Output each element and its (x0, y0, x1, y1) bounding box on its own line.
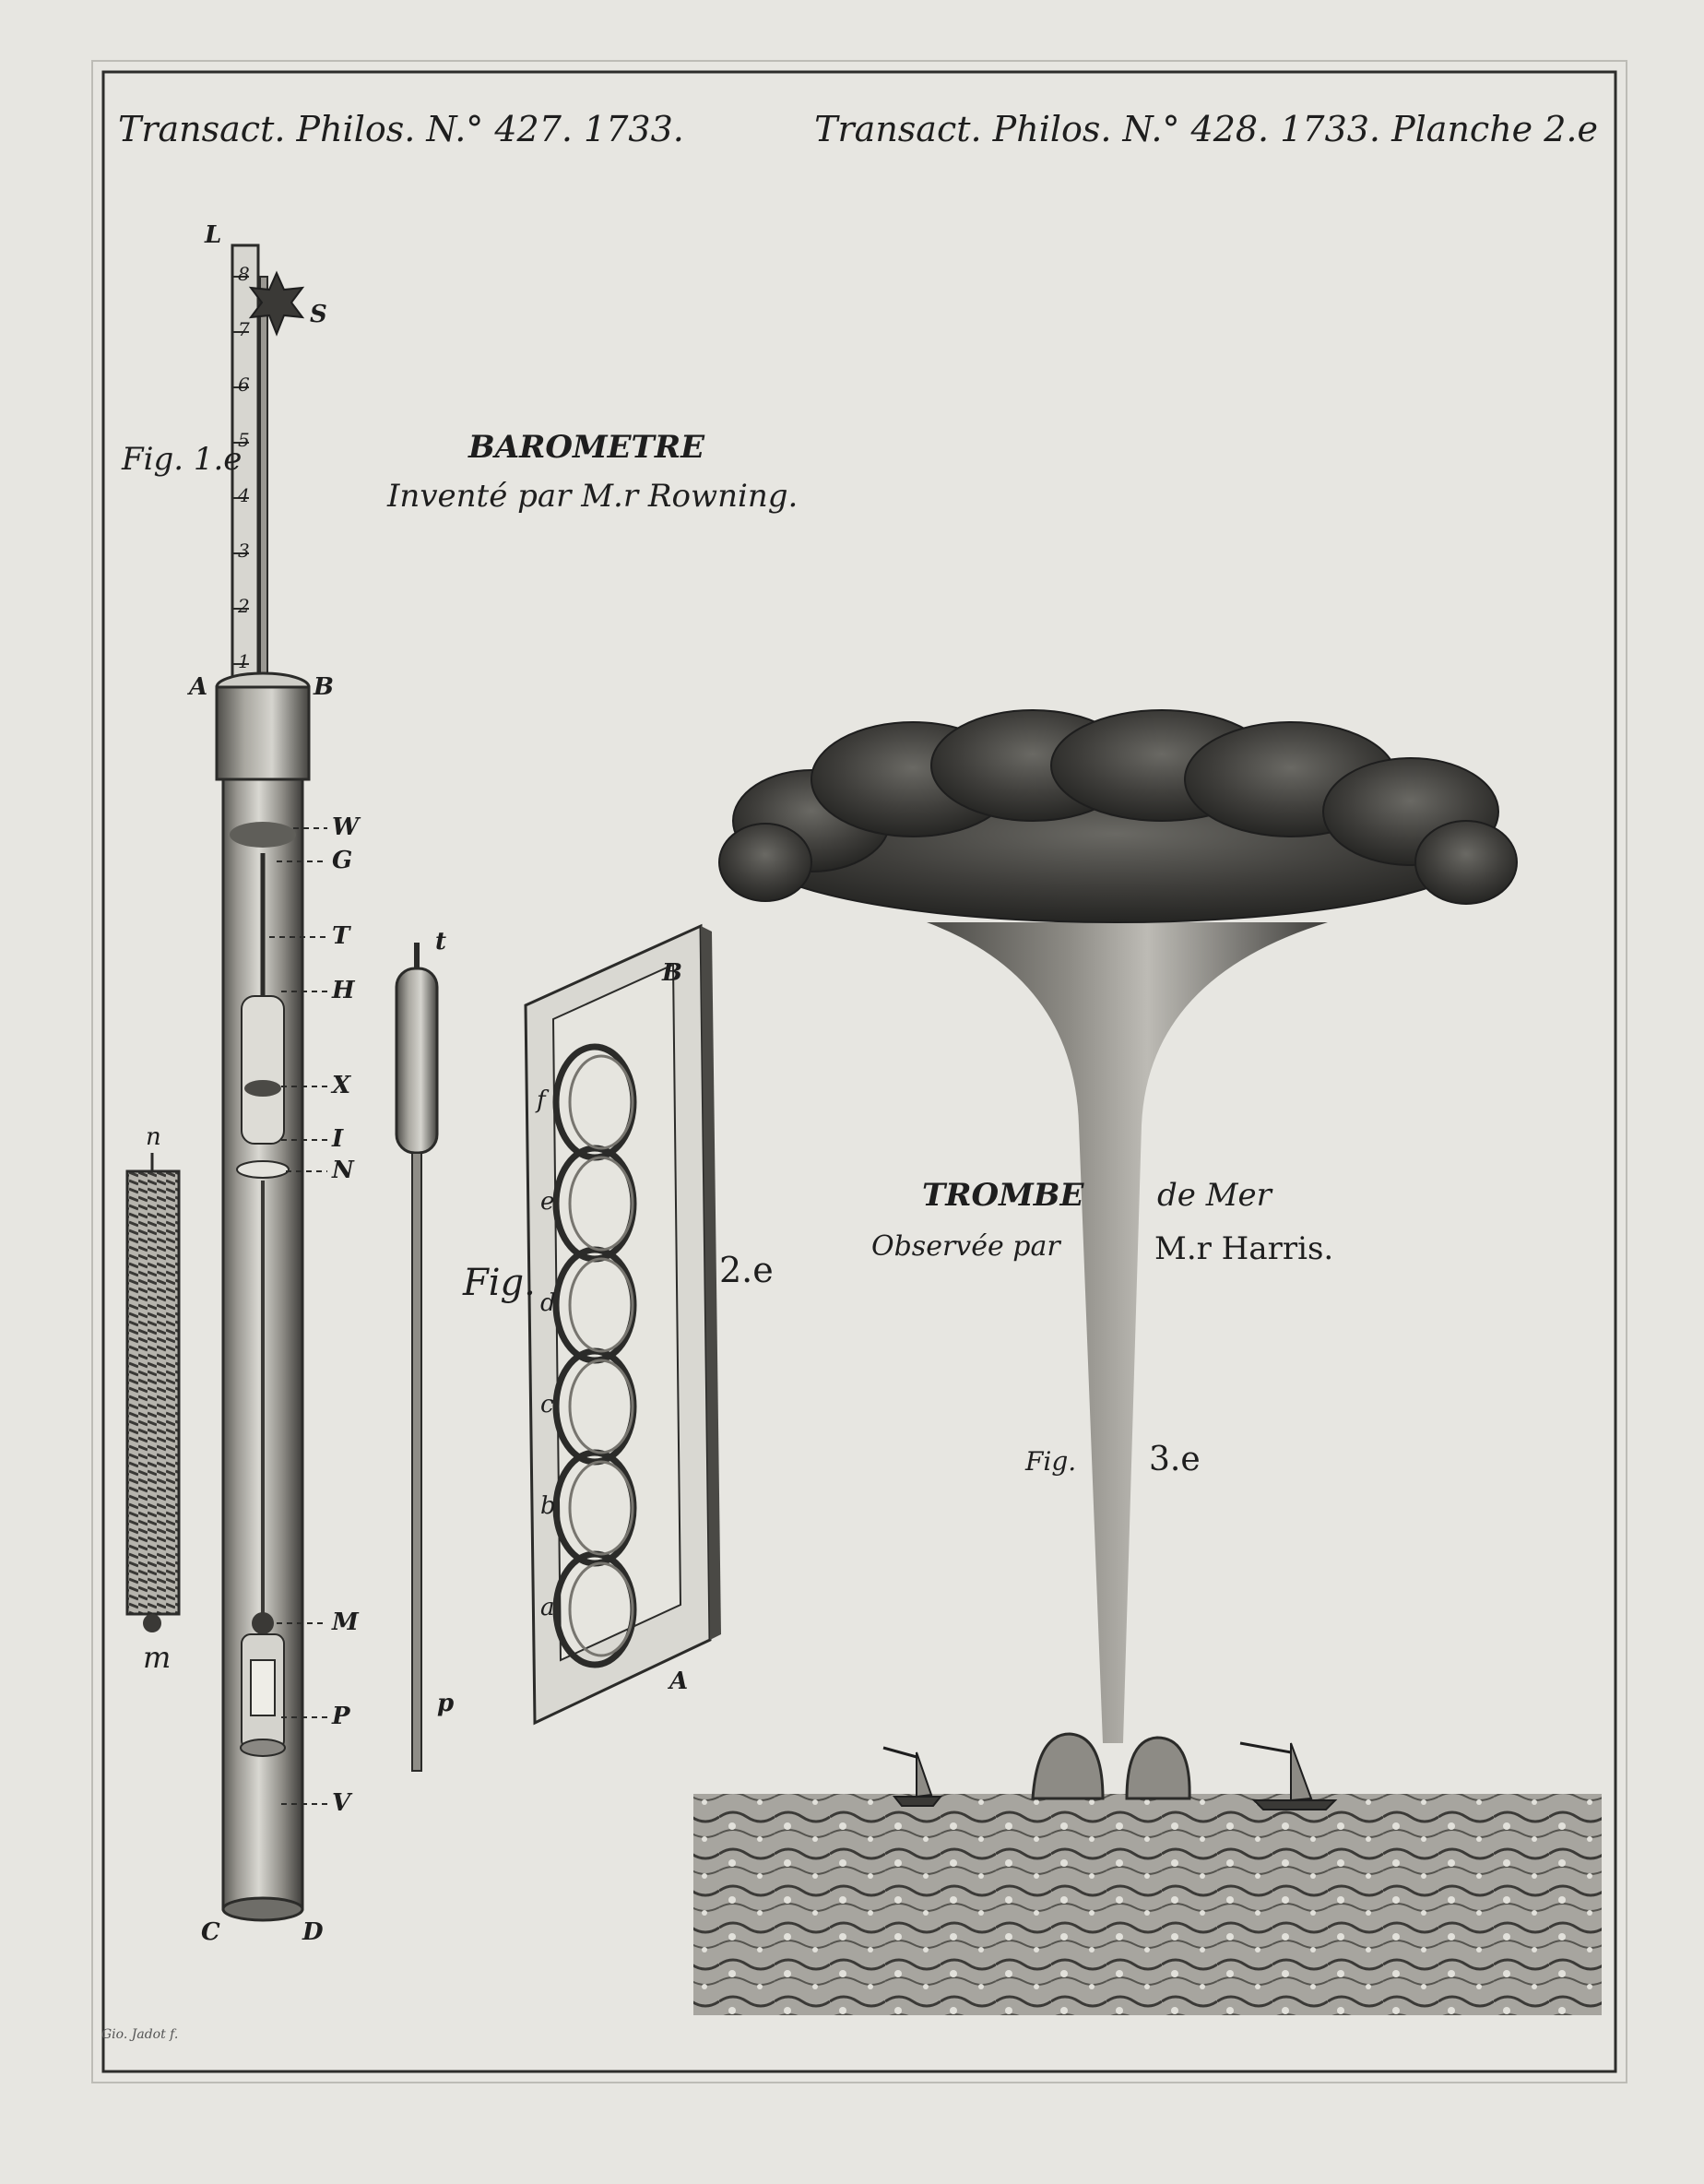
waterspout-drawing (693, 709, 1602, 2015)
label-S: S (310, 301, 327, 328)
label-n: n (146, 1123, 161, 1151)
scale-number: 7 (238, 318, 250, 340)
fig3-word: Fig. (1025, 1446, 1077, 1477)
star-icon (248, 270, 305, 337)
label-H: H (332, 977, 355, 1004)
label-P: P (332, 1703, 350, 1730)
label-W: W (332, 813, 360, 841)
fig2-label-B: B (662, 959, 682, 987)
scale-number: 3 (238, 540, 250, 562)
waterspout-sub-right: M.r Harris. (1154, 1230, 1334, 1267)
scale-number: 2 (238, 595, 250, 617)
fig2-label-A: A (669, 1668, 689, 1695)
label-t: t (435, 928, 447, 956)
waterspout-title-left: TROMBE (922, 1177, 1084, 1214)
waterspout-title-right: de Mer (1157, 1177, 1272, 1214)
ring-label: c (540, 1391, 554, 1418)
label-G: G (332, 847, 353, 874)
header-right: Transact. Philos. N.° 428. 1733. Planche… (814, 109, 1598, 149)
label-B: B (314, 673, 334, 701)
ring-label: e (540, 1188, 555, 1216)
header-left: Transact. Philos. N.° 427. 1733. (118, 109, 684, 149)
label-X: X (332, 1072, 351, 1099)
scale-number: 1 (238, 650, 250, 672)
barometer-subtitle: Inventé par M.r Rowning. (387, 478, 799, 515)
label-V: V (332, 1789, 351, 1817)
barometer-title: BAROMETRE (468, 429, 705, 466)
fig2-number: 2.e (719, 1250, 774, 1290)
label-C: C (201, 1918, 220, 1946)
tube-t-p-drawing (395, 943, 439, 1772)
label-T: T (332, 922, 350, 950)
fig2-word: Fig. (463, 1262, 536, 1304)
label-I: I (332, 1125, 344, 1153)
label-D: D (302, 1918, 324, 1946)
scale-number: 6 (238, 374, 250, 396)
ring-label: b (540, 1492, 556, 1520)
ring-label: a (540, 1594, 555, 1621)
scale-number: 4 (238, 484, 250, 506)
label-A: A (189, 673, 208, 701)
label-m: m (143, 1640, 172, 1675)
ring-label: f (537, 1086, 546, 1114)
label-L: L (205, 221, 222, 249)
waterspout-sub-left: Observée par (871, 1230, 1060, 1263)
scale-number: 5 (238, 429, 250, 451)
spring-coil-drawing (125, 1153, 181, 1632)
boat-left (882, 1746, 943, 1807)
scale-number: 8 (238, 263, 250, 285)
label-M: M (332, 1608, 359, 1636)
ring-label: d (540, 1289, 556, 1317)
barometer-drawing (215, 243, 327, 1922)
plate-border (101, 70, 1617, 2073)
fig3-number: 3.e (1149, 1441, 1201, 1478)
label-N: N (332, 1157, 354, 1184)
label-p: p (437, 1690, 455, 1717)
boat-right (1239, 1741, 1338, 1810)
figure2-frame-drawing (524, 923, 721, 1726)
fig1-label: Fig. 1.e (122, 441, 243, 478)
engraver-signature: Gio. Jadot f. (101, 2027, 179, 2042)
